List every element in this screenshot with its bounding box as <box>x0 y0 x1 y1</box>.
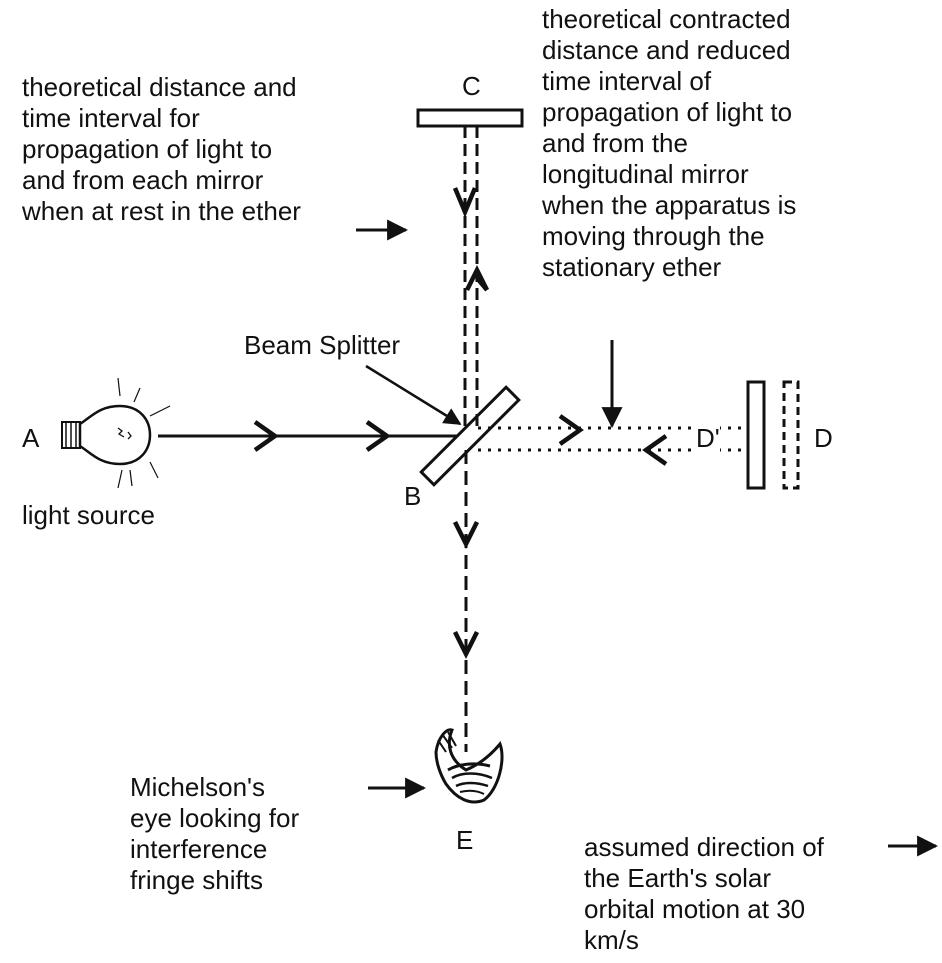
light-bulb-icon <box>61 377 171 489</box>
point-d-prime-label: D' <box>696 423 720 453</box>
longitudinal-arm-beam <box>478 414 748 466</box>
transverse-arm-beam <box>452 126 490 430</box>
mirror-d-prime <box>746 380 766 490</box>
beam-splitter <box>419 385 521 487</box>
eye-note: Michelson's eye looking for interference… <box>130 772 300 895</box>
mirror-d <box>782 380 800 490</box>
point-a-label: A <box>22 423 40 453</box>
point-e-label: E <box>456 825 474 855</box>
incoming-beam <box>158 420 458 452</box>
motion-direction-note: assumed direction of the Earth's solar o… <box>584 832 824 955</box>
rest-distance-note: theoretical distance and time interval f… <box>22 72 301 226</box>
point-d-label: D <box>814 423 833 453</box>
contracted-distance-note: theoretical contracted distance and redu… <box>542 4 797 282</box>
beam-splitter-pointer <box>365 364 462 426</box>
light-source-label: light source <box>22 500 155 530</box>
point-b-label: B <box>404 481 422 511</box>
output-beam <box>452 450 480 752</box>
point-c-label: C <box>462 71 481 101</box>
eye-icon <box>434 728 504 804</box>
mirror-c <box>416 108 524 128</box>
beam-splitter-label: Beam Splitter <box>244 330 401 360</box>
